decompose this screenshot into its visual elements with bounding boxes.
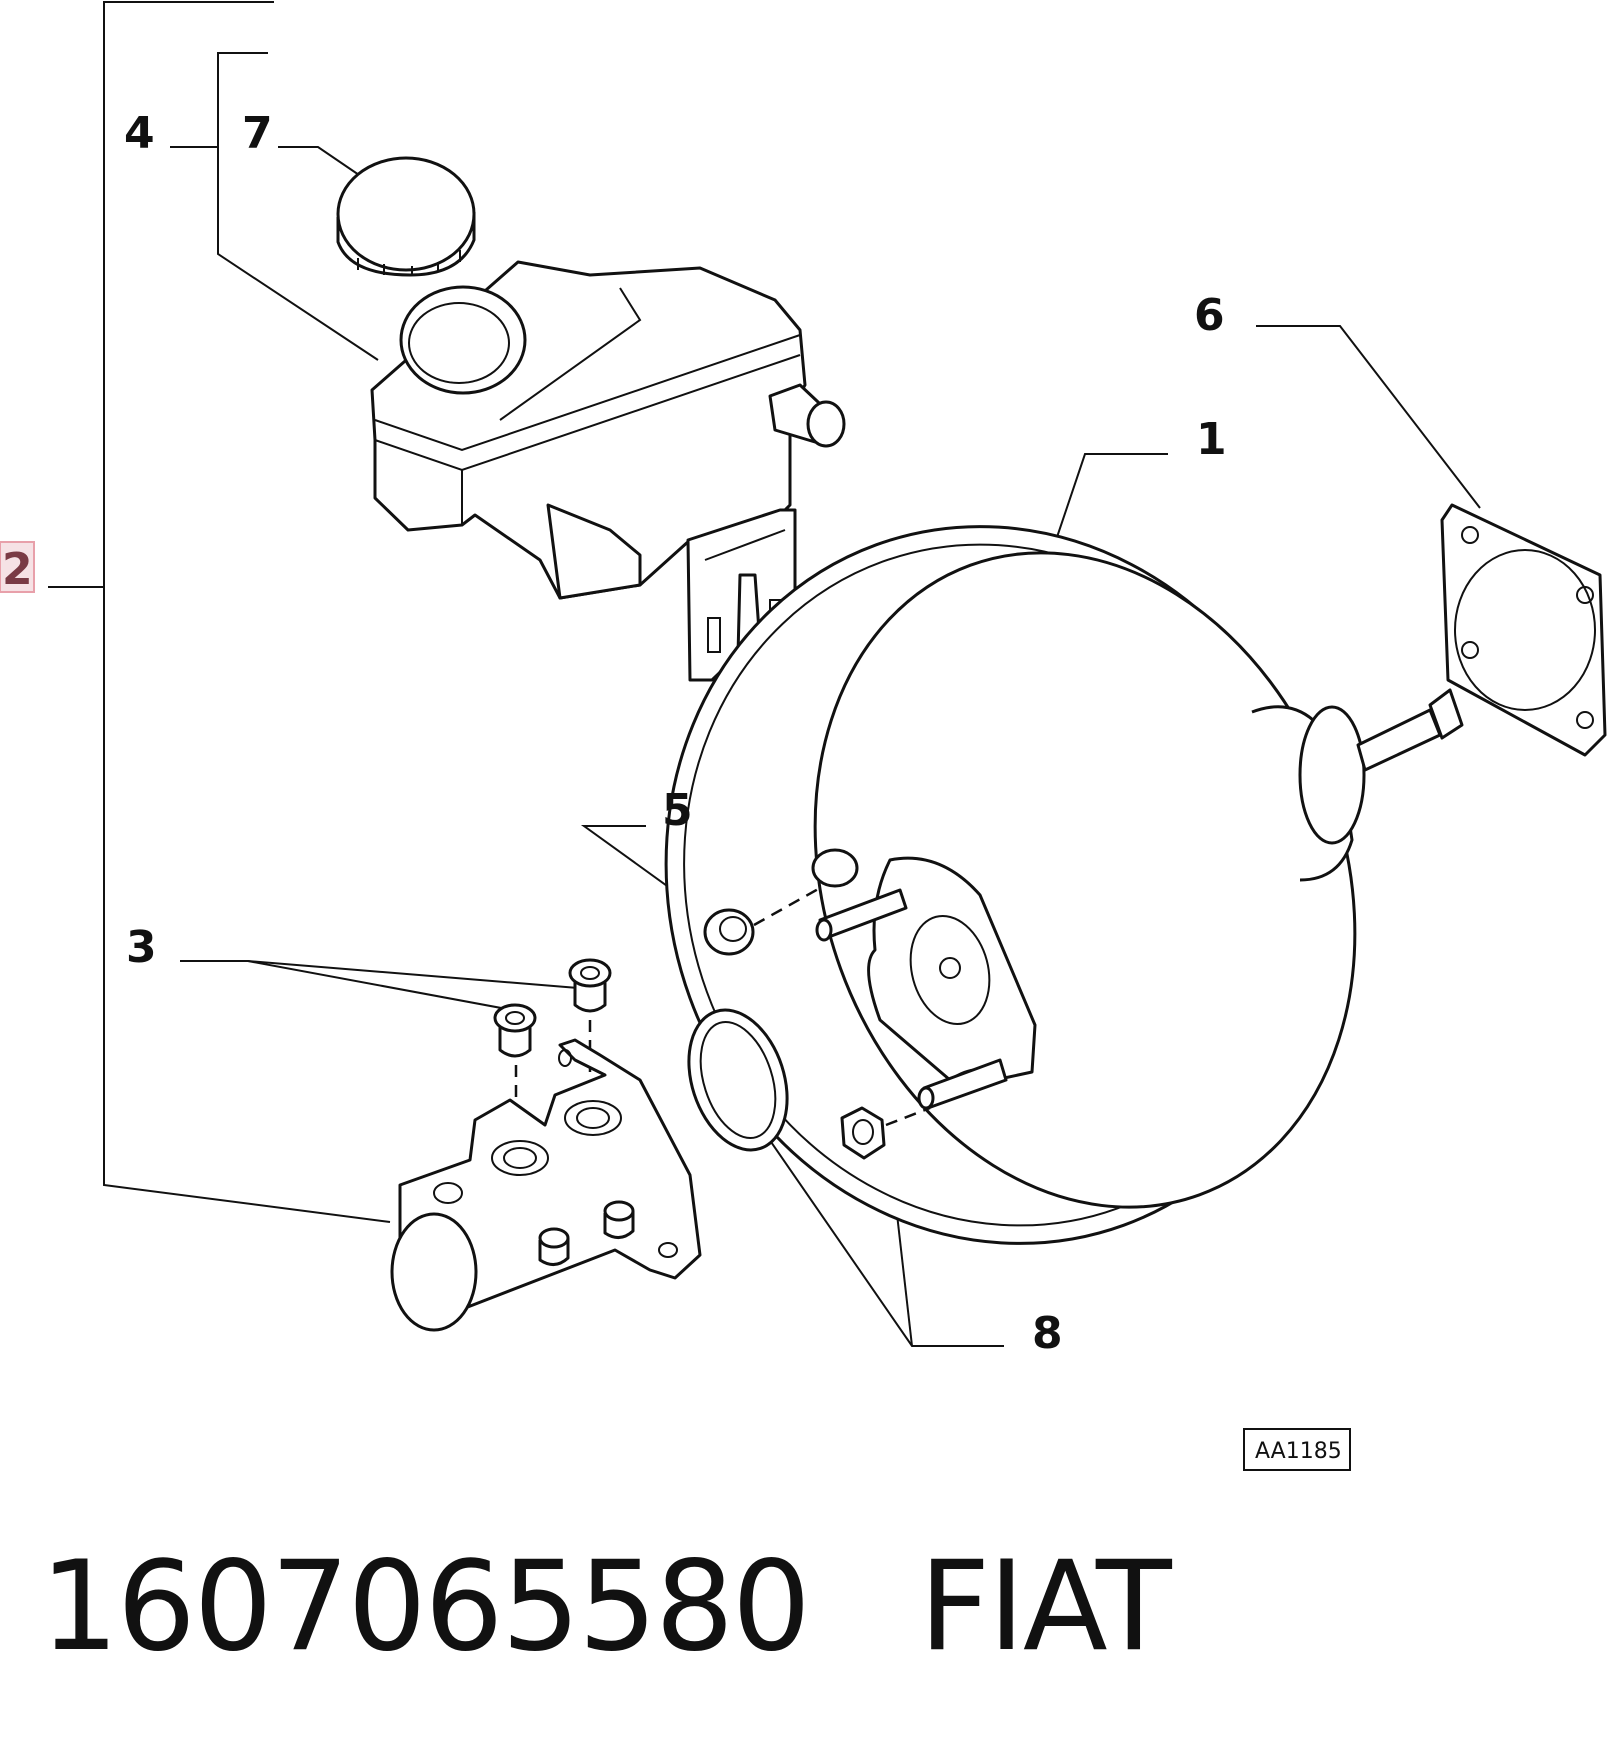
hex-nut <box>840 1106 931 1160</box>
brake-servo <box>664 525 1464 1245</box>
callout-6: 6 <box>1194 290 1225 341</box>
callout-1: 1 <box>1196 414 1227 465</box>
callout-labels: 1 2 3 4 5 6 7 8 <box>0 108 1227 1359</box>
reference-code: AA1185 <box>1255 1439 1342 1464</box>
reference-code-box: AA1185 <box>1243 1428 1351 1471</box>
reservoir-cap <box>336 156 476 277</box>
part-footer: 1607065580 FIAT <box>40 1535 1172 1679</box>
gasket <box>1440 503 1607 757</box>
callout-5: 5 <box>662 785 693 836</box>
seal-ring <box>703 886 821 956</box>
callout-7: 7 <box>242 108 273 159</box>
leader-lines <box>180 325 1481 1347</box>
brand-name: FIAT <box>918 1535 1172 1679</box>
assembly-bracket-lines <box>48 1 391 1223</box>
callout-2: 2 <box>2 544 33 595</box>
part-number: 1607065580 <box>40 1535 811 1679</box>
callout-4: 4 <box>124 108 155 159</box>
callout-2-highlight <box>0 541 35 593</box>
callout-8: 8 <box>1032 1308 1063 1359</box>
master-cylinder <box>390 1038 702 1332</box>
callout-3: 3 <box>126 922 157 973</box>
o-ring <box>687 1008 789 1152</box>
